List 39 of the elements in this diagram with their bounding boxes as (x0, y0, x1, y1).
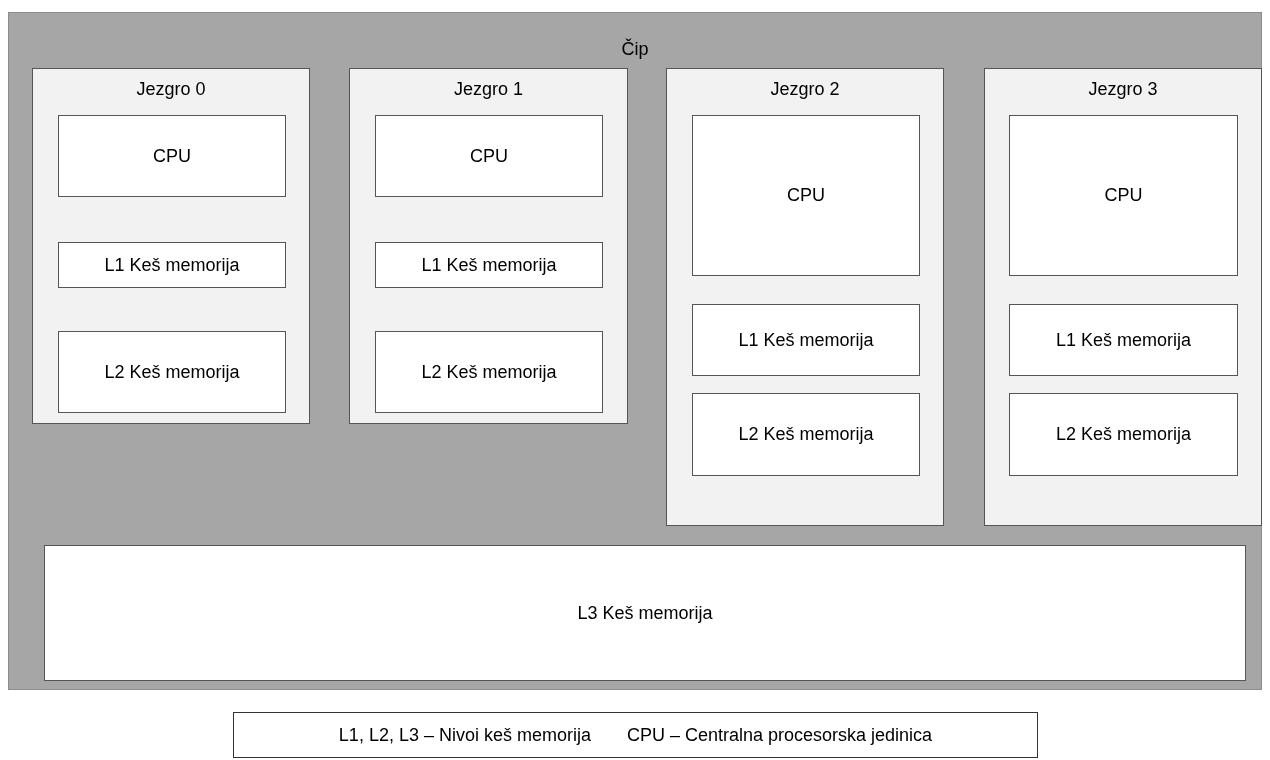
box-label: L1 Keš memorija (421, 253, 557, 277)
box-label: L1 Keš memorija (738, 328, 874, 352)
box-label: L1, L2, L3 – Nivoi keš memorija (338, 723, 591, 747)
core-box (32, 68, 310, 424)
box-label: CPU (1104, 184, 1143, 207)
box-label: CPU (470, 144, 508, 168)
box-label: CPU (787, 184, 825, 207)
box-label: L2 Keš memorija (1055, 423, 1192, 446)
memory-box (692, 304, 920, 376)
box-title: Čip (620, 40, 650, 58)
memory-box (1009, 393, 1238, 476)
box-label: L3 Keš memorija (577, 601, 713, 625)
box-label: CPU – Centralna procesorska jedinica (627, 723, 933, 747)
box-label: L1 Keš memorija (1055, 328, 1192, 352)
core-box (349, 68, 628, 424)
memory-box (44, 545, 1246, 681)
memory-box (692, 393, 920, 476)
memory-box (692, 115, 920, 276)
box-title: Jezgro 3 (1087, 80, 1159, 98)
core-box (666, 68, 944, 526)
memory-box (58, 115, 286, 197)
box-label: L2 Keš memorija (104, 360, 240, 384)
memory-box (375, 115, 603, 197)
box-title: Jezgro 1 (452, 80, 524, 98)
memory-box (58, 242, 286, 288)
box-title: Jezgro 0 (135, 80, 207, 98)
box-label: L2 Keš memorija (738, 423, 874, 446)
memory-box (375, 331, 603, 413)
chip-box (8, 12, 1262, 690)
box-label: L1 Keš memorija (104, 253, 240, 277)
memory-box (58, 331, 286, 413)
core-box (984, 68, 1262, 526)
box-title: Jezgro 2 (769, 80, 841, 98)
memory-box (375, 242, 603, 288)
box-label: L2 Keš memorija (421, 360, 557, 384)
box-label: CPU (153, 144, 191, 168)
legend-box (233, 712, 1038, 758)
memory-box (1009, 304, 1238, 376)
memory-box (1009, 115, 1238, 276)
